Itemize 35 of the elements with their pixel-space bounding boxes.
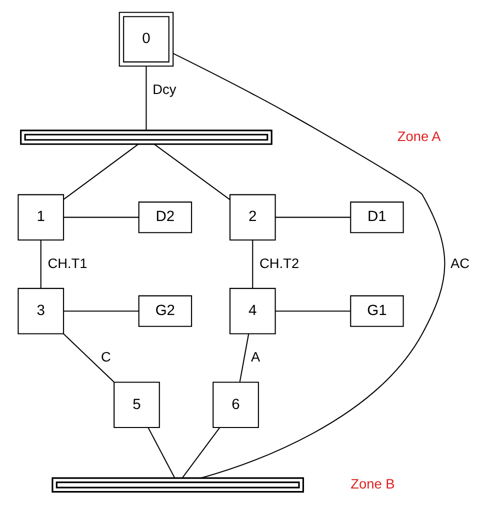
connector <box>145 66 146 130</box>
edge-label: CH.T1 <box>47 256 87 271</box>
node-box: 6 <box>212 382 258 428</box>
edge-label: AC <box>450 256 470 271</box>
node-box: 4 <box>228 288 276 334</box>
connector <box>62 334 114 382</box>
edge-label: A <box>250 350 260 365</box>
connector <box>63 216 138 218</box>
node-box: G1 <box>350 295 404 327</box>
node-box: D2 <box>138 202 192 234</box>
connector <box>172 52 445 479</box>
node-box: 1 <box>17 194 64 240</box>
connector <box>274 216 350 218</box>
node-bar <box>20 130 272 145</box>
connector <box>63 310 138 312</box>
label: Zone A <box>396 128 440 144</box>
connector <box>238 334 249 382</box>
node-box: 0 <box>118 12 174 67</box>
connector <box>274 310 350 312</box>
node-box: G2 <box>138 295 192 327</box>
node-box: D1 <box>350 202 404 234</box>
node-box: 2 <box>228 194 276 240</box>
edge-label: CH.T2 <box>259 256 299 271</box>
label: Zone B <box>350 476 394 492</box>
edge-label: Dcy <box>152 82 176 97</box>
edge-label: C <box>100 350 110 365</box>
connector <box>40 240 41 288</box>
connector <box>63 144 138 200</box>
node-box: 3 <box>17 288 64 334</box>
node-bar <box>51 477 304 493</box>
node-box: 5 <box>113 382 160 428</box>
connector <box>252 240 253 288</box>
connector <box>181 427 220 478</box>
connector <box>147 427 175 478</box>
connector <box>153 144 230 200</box>
